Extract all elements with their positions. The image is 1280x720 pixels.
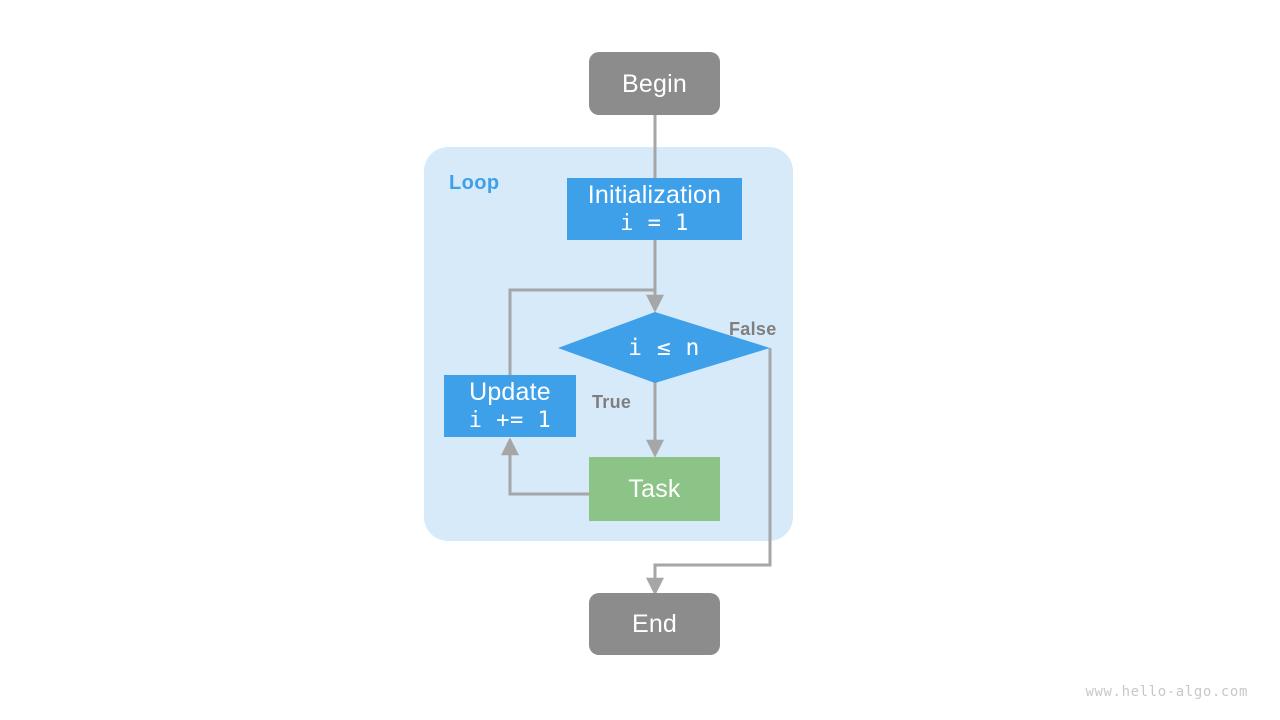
edge-label-false: False bbox=[729, 319, 777, 339]
loop-group-label: Loop bbox=[449, 172, 500, 194]
node-begin[interactable] bbox=[589, 52, 720, 115]
node-condition[interactable] bbox=[558, 312, 770, 383]
edge-task-to-update bbox=[501, 437, 589, 496]
edge-condition-false-to-end bbox=[646, 348, 772, 596]
node-update[interactable] bbox=[444, 375, 576, 437]
watermark: www.hello-algo.com bbox=[1085, 684, 1248, 700]
node-task[interactable] bbox=[589, 457, 720, 521]
edge-update-to-condition bbox=[508, 288, 655, 375]
edge-label-true: True bbox=[592, 392, 632, 412]
node-initialization[interactable] bbox=[567, 178, 742, 240]
node-end[interactable] bbox=[589, 593, 720, 655]
